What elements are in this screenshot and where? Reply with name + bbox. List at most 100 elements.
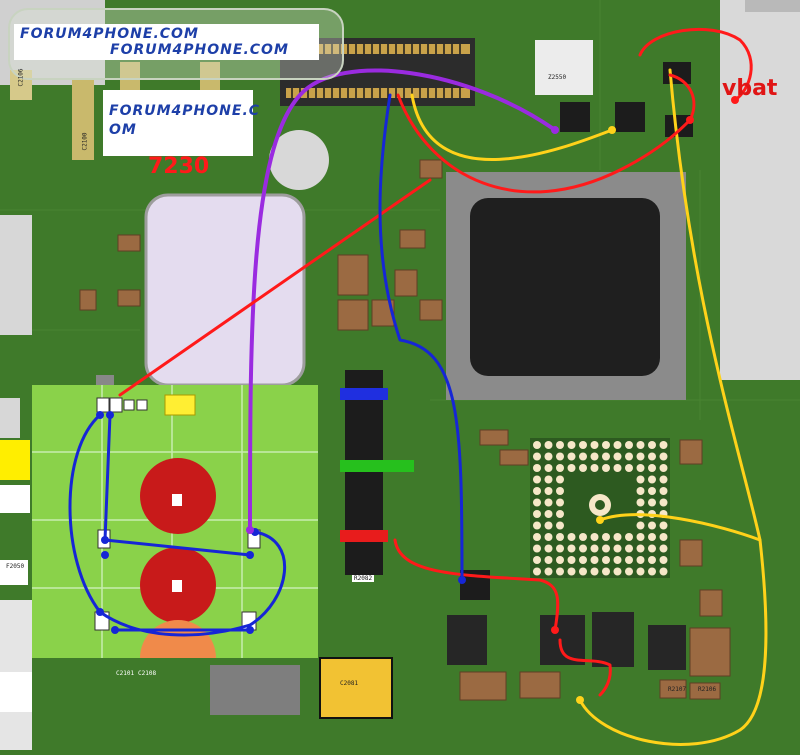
bga-ball	[648, 498, 656, 507]
yellow-trace-1	[410, 93, 614, 161]
label-c2106: C2106	[17, 68, 25, 87]
bga-ball	[602, 544, 610, 553]
bga-ball	[659, 556, 668, 564]
left-edge-pad	[0, 215, 32, 335]
bga-ball	[556, 544, 564, 553]
watermark-banner: FORUM4PHONE.COM FORUM4PHONE.COM	[14, 24, 319, 60]
bga-ball	[544, 498, 553, 507]
bga-ball	[590, 556, 599, 564]
bga-ball	[625, 533, 633, 541]
cpu-chip	[470, 198, 660, 376]
red-trace-3	[393, 538, 560, 632]
bga-ball	[648, 567, 656, 576]
bga-ball	[625, 464, 633, 472]
right-edge-metal	[720, 0, 800, 380]
bga-ball	[533, 521, 541, 530]
label-r2082: R2082	[352, 575, 375, 582]
bga-ball	[636, 544, 645, 553]
bga-ball	[579, 441, 587, 449]
watermark-line-1: FORUM4PHONE.COM	[20, 26, 199, 42]
bga-ball	[533, 567, 541, 576]
bga-ball	[625, 452, 633, 461]
bga-ball	[659, 475, 668, 484]
label-c2081: C2081	[340, 680, 359, 687]
vbat-label: vbat	[722, 76, 778, 101]
bottom-chip-4	[648, 625, 686, 670]
bottom-chip-3	[592, 612, 634, 667]
bga-ball	[544, 475, 553, 484]
bga-ball	[556, 498, 564, 507]
label-r2107: R2107	[668, 686, 687, 693]
blue-trace-main	[378, 93, 464, 582]
round-test-pad	[269, 130, 329, 190]
bga-ball	[544, 441, 553, 449]
bga-ball	[556, 533, 564, 541]
c2081-cap	[319, 657, 393, 719]
bga-ball	[636, 521, 645, 530]
purple-trace	[248, 68, 557, 532]
bga-ball	[636, 487, 645, 495]
watermark-block-line-2: OM	[109, 122, 137, 138]
bga-ball	[556, 441, 564, 449]
red-trace-1	[396, 93, 692, 194]
label-c2101: C2101	[116, 670, 135, 677]
bga-ball	[579, 556, 587, 564]
bga-ball	[544, 452, 553, 461]
bga-ball	[533, 441, 541, 449]
z2550-chip	[535, 40, 593, 95]
bga-ball	[533, 533, 541, 541]
bga-ball	[636, 441, 645, 449]
bga-ball	[556, 567, 564, 576]
bga-ball	[533, 487, 541, 495]
bottom-chip-2	[540, 615, 585, 665]
red-trace-2	[118, 178, 432, 397]
model-label: 7230	[148, 154, 210, 179]
bga-ball	[636, 567, 645, 576]
bottom-chip-1	[447, 615, 487, 665]
bga-ball	[648, 441, 656, 449]
bga-ball	[533, 464, 541, 472]
bga-ball	[659, 567, 668, 576]
yellow-trace-2	[578, 68, 768, 746]
bga-ball	[590, 441, 599, 449]
bga-ball	[613, 567, 622, 576]
bga-ball	[590, 544, 599, 553]
watermark-block: FORUM4PHONE.C OM	[103, 90, 259, 156]
bga-ball	[648, 464, 656, 472]
lilac-shield	[144, 193, 306, 387]
bga-ball	[567, 544, 576, 553]
bga-ball	[544, 567, 553, 576]
bga-ball	[556, 521, 564, 530]
bga-ball	[544, 521, 553, 530]
bga-ball	[636, 464, 645, 472]
bga-ball	[590, 533, 599, 541]
bga-ball	[636, 475, 645, 484]
bga-ball	[625, 567, 633, 576]
bga-ball	[579, 452, 587, 461]
blue-trace-loop	[68, 413, 287, 637]
bga-ball	[648, 452, 656, 461]
bga-ball	[590, 452, 599, 461]
bga-ball	[613, 452, 622, 461]
bga-ball	[544, 487, 553, 495]
bga-ball	[648, 475, 656, 484]
bga-ball	[533, 452, 541, 461]
bga-ball	[567, 464, 576, 472]
bga-ball	[648, 556, 656, 564]
bga-ball	[567, 567, 576, 576]
bga-ball	[602, 441, 610, 449]
bga-ball	[533, 510, 541, 518]
bga-ball	[648, 521, 656, 530]
label-r2106: R2106	[698, 686, 717, 693]
bga-ball	[533, 556, 541, 564]
bga-ball	[544, 510, 553, 518]
vertical-component-strip	[345, 370, 383, 575]
yellow-trace-3	[598, 513, 762, 542]
bga-ball	[659, 521, 668, 530]
bga-ball	[579, 533, 587, 541]
bga-ball	[544, 556, 553, 564]
watermark-line-2: FORUM4PHONE.COM	[110, 42, 289, 58]
bga-ball	[636, 533, 645, 541]
label-c2108: C2108	[138, 670, 157, 677]
bga-ball	[602, 567, 610, 576]
